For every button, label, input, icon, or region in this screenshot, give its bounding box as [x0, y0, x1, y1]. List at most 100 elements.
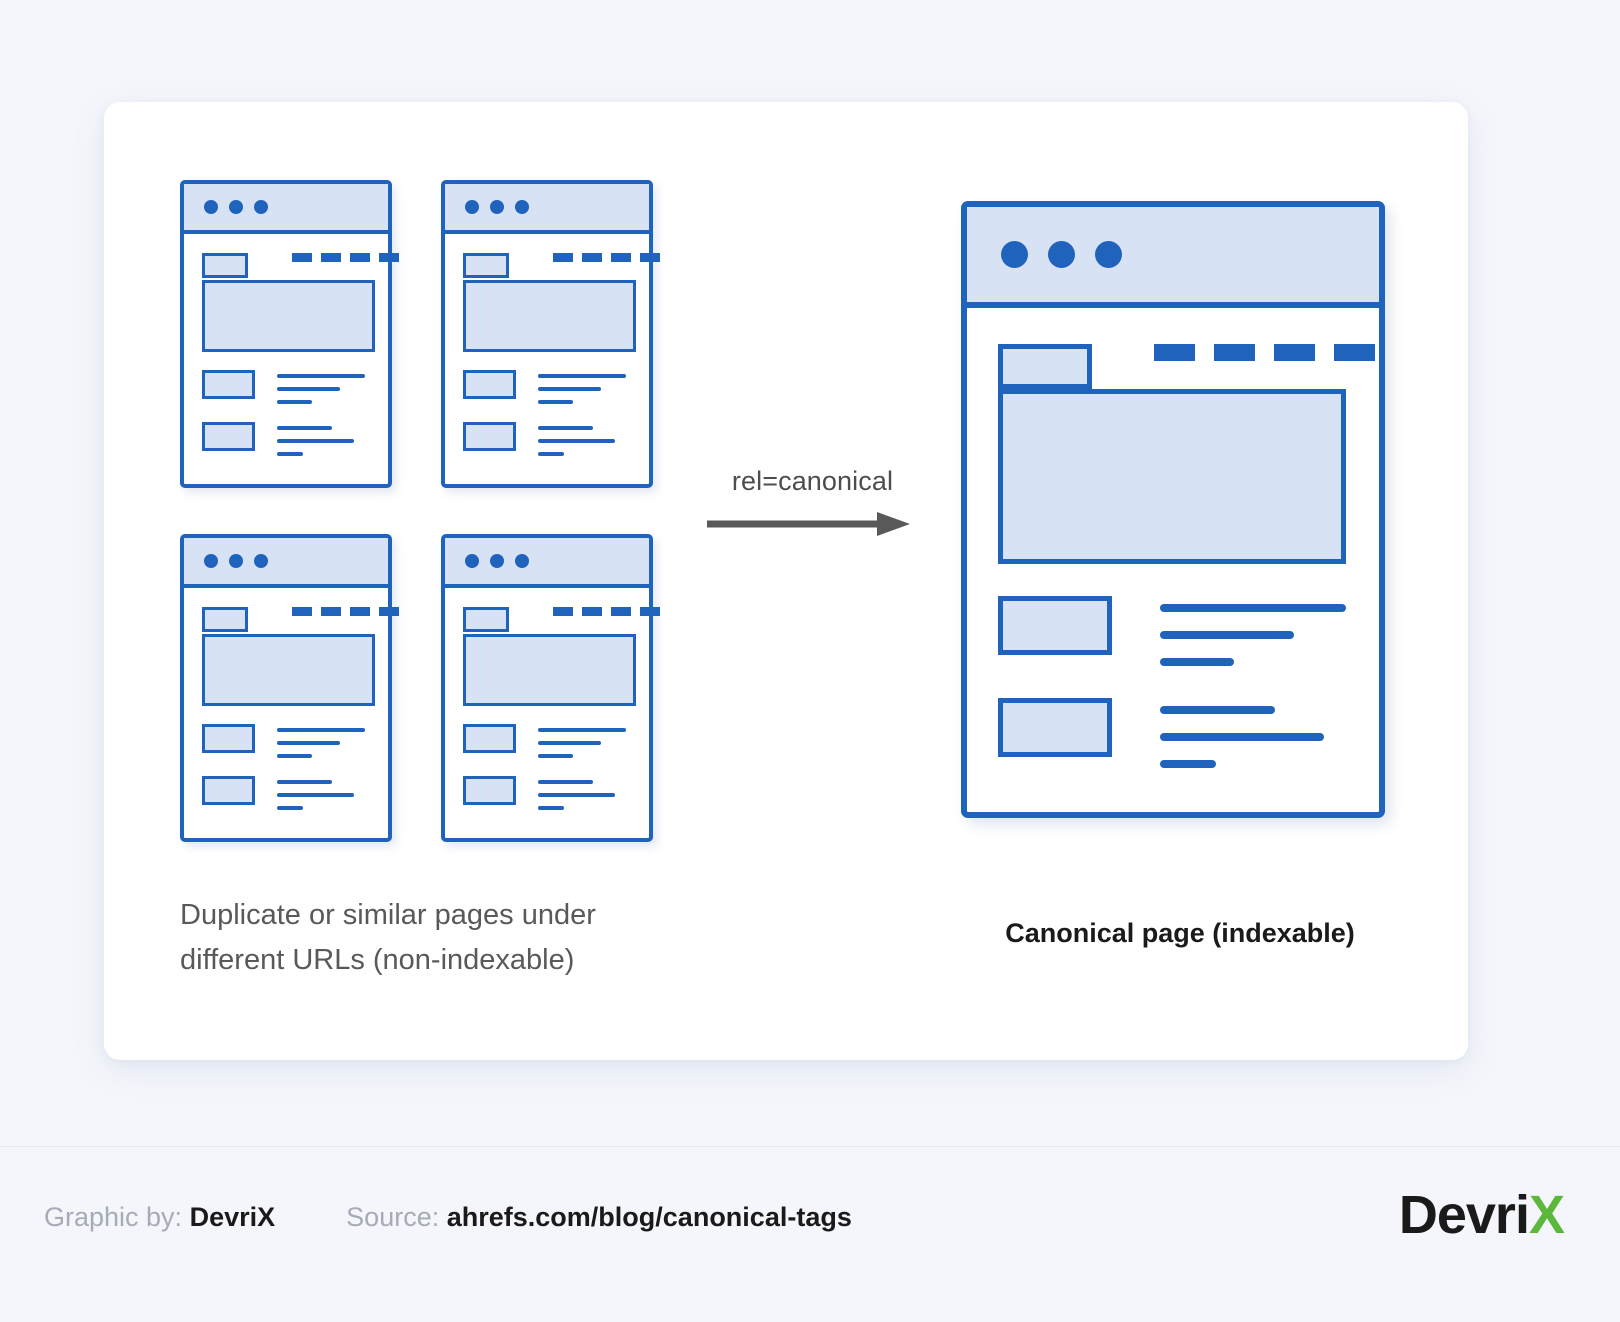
- browser-titlebar: [445, 538, 649, 588]
- mock-nav-item: [611, 253, 631, 262]
- mock-hero-image: [463, 280, 636, 352]
- browser-dot-icon: [1048, 241, 1075, 268]
- mock-nav-row: [463, 607, 660, 616]
- browser-titlebar: [445, 184, 649, 234]
- mock-content-row: [202, 422, 372, 456]
- mock-logo-box: [202, 253, 248, 278]
- browser-dot-icon: [1001, 241, 1028, 268]
- browser-titlebar: [184, 184, 388, 234]
- mock-text-line: [277, 452, 304, 456]
- mock-text-line: [538, 793, 616, 797]
- devrix-logo-text: Devri: [1398, 1185, 1530, 1245]
- mock-nav-item: [321, 607, 341, 616]
- mock-nav-item: [1154, 344, 1195, 361]
- mock-nav-item: [1334, 344, 1375, 361]
- mock-text-lines: [538, 370, 626, 404]
- devrix-logo: DevriX: [1398, 1185, 1565, 1245]
- mock-text-line: [1160, 733, 1324, 741]
- mock-text-line: [277, 400, 313, 404]
- mock-hero-image: [463, 634, 636, 706]
- mock-text-line: [1160, 631, 1294, 639]
- mock-content-row: [463, 422, 633, 456]
- mock-text-line: [277, 754, 313, 758]
- mock-text-line: [277, 426, 332, 430]
- mock-text-lines: [538, 422, 626, 456]
- browser-dot-icon: [204, 554, 218, 568]
- caption-line-2: different URLs (non-indexable): [180, 943, 575, 976]
- mock-nav-item: [553, 253, 573, 262]
- duplicate-pages-caption: Duplicate or similar pages under differe…: [180, 893, 740, 983]
- mock-nav-item: [379, 253, 399, 262]
- mock-logo-box: [998, 344, 1092, 389]
- mock-text-line: [538, 374, 626, 378]
- mock-thumbnail: [202, 724, 255, 753]
- mock-text-line: [538, 426, 593, 430]
- mock-content-row: [463, 776, 633, 810]
- mock-text-line: [277, 793, 355, 797]
- browser-dot-icon: [465, 554, 479, 568]
- canonical-arrow-group: rel=canonical: [705, 466, 920, 537]
- canonical-page-caption: Canonical page (indexable): [1005, 918, 1355, 948]
- diagram-panel: [104, 102, 1468, 1060]
- browser-body: [967, 308, 1379, 768]
- browser-titlebar: [967, 207, 1379, 308]
- mock-text-line: [538, 806, 565, 810]
- mock-text-line: [538, 387, 602, 391]
- mock-thumbnail: [998, 596, 1112, 655]
- browser-dot-icon: [204, 200, 218, 214]
- mock-nav-item: [553, 607, 573, 616]
- devrix-logo-accent: X: [1528, 1185, 1565, 1245]
- browser-dot-icon: [254, 200, 268, 214]
- mock-text-lines: [538, 776, 626, 810]
- mock-thumbnail: [463, 422, 516, 451]
- source-value: ahrefs.com/blog/canonical-tags: [446, 1202, 852, 1232]
- mock-content-row: [463, 724, 633, 758]
- mock-content-row: [463, 370, 633, 404]
- mock-text-line: [277, 780, 332, 784]
- mock-text-line: [277, 806, 304, 810]
- browser-body: [184, 234, 399, 456]
- mock-logo-box: [202, 607, 248, 632]
- mock-content-row: [202, 776, 372, 810]
- mock-thumbnail: [463, 370, 516, 399]
- mock-nav-item: [1214, 344, 1255, 361]
- mock-text-line: [538, 780, 593, 784]
- mock-text-line: [538, 754, 574, 758]
- mock-nav-item: [292, 607, 312, 616]
- mock-thumbnail: [998, 698, 1112, 757]
- browser-dot-icon: [490, 200, 504, 214]
- canonical-page-card: [961, 201, 1385, 818]
- footer-divider: [0, 1146, 1620, 1147]
- mock-text-line: [277, 728, 365, 732]
- mock-nav-item: [582, 253, 602, 262]
- mock-text-line: [277, 374, 365, 378]
- mock-nav-item: [1274, 344, 1315, 361]
- mock-text-line: [1160, 706, 1276, 714]
- mock-nav-item: [640, 253, 660, 262]
- mock-text-line: [277, 439, 355, 443]
- mock-text-lines: [277, 370, 365, 404]
- browser-body: [445, 234, 660, 456]
- mock-content-row: [998, 698, 1351, 768]
- mock-text-line: [538, 439, 616, 443]
- mock-nav-row: [463, 253, 660, 262]
- footer: [0, 1147, 1620, 1322]
- mock-text-lines: [1160, 698, 1346, 768]
- mock-thumbnail: [463, 724, 516, 753]
- mock-thumbnail: [202, 776, 255, 805]
- mock-nav-item: [611, 607, 631, 616]
- mock-nav-item: [292, 253, 312, 262]
- mock-hero-image: [202, 280, 375, 352]
- mock-text-lines: [1160, 596, 1346, 666]
- mock-logo-box: [463, 607, 509, 632]
- duplicate-page-card-3: [180, 534, 399, 842]
- rel-canonical-label: rel=canonical: [731, 466, 894, 496]
- mock-text-line: [1160, 604, 1346, 612]
- source-label: Source:: [346, 1202, 440, 1232]
- graphic-by-label: Graphic by:: [44, 1202, 183, 1232]
- mock-logo-box: [463, 253, 509, 278]
- mock-content-row: [998, 596, 1351, 666]
- browser-body: [445, 588, 660, 810]
- footer-credits: Graphic by: DevriX Source: ahrefs.com/bl…: [44, 1202, 852, 1233]
- browser-dot-icon: [254, 554, 268, 568]
